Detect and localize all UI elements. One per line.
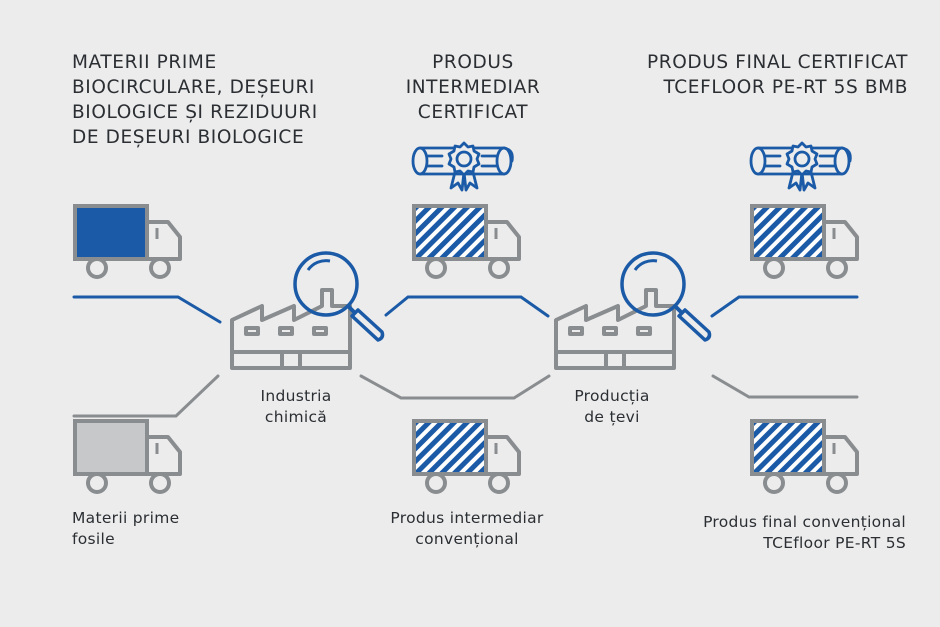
heading-raw-materials: MATERII PRIME BIOCIRCULARE, DEȘEURI BIOL…: [72, 50, 318, 150]
heading-line: DE DEȘEURI BIOLOGICE: [72, 127, 305, 148]
label-line: chimică: [264, 408, 328, 426]
label-line: convențional: [415, 530, 519, 548]
label-line: TCEfloor PE-RT 5S: [763, 534, 906, 552]
truck-icon: [412, 419, 521, 494]
certificate-icon: [749, 141, 852, 192]
label-line: Materii prime: [72, 509, 180, 527]
heading-line: CERTIFICAT: [417, 102, 529, 123]
heading-line: TCEFLOOR PE-RT 5S BMB: [663, 77, 908, 98]
heading-line: PRODUS FINAL CERTIFICAT: [647, 52, 908, 73]
flow-line-fossil-input: [72, 374, 220, 418]
label-line: de țevi: [584, 408, 640, 426]
heading-line: MATERII PRIME: [72, 52, 217, 73]
heading-line: BIOLOGICE ȘI REZIDUURI: [72, 102, 318, 123]
label-line: fosile: [72, 530, 115, 548]
flow-line-certified-final: [710, 295, 859, 318]
label-conventional-intermediate: Produs intermediar convențional: [362, 508, 572, 550]
label-conventional-final: Produs final convențional TCEfloor PE-RT…: [640, 512, 906, 554]
flow-line-bio-input: [72, 295, 222, 324]
certificate-icon: [411, 141, 514, 192]
label-line: Producția: [574, 387, 650, 405]
magnifier-icon: [620, 251, 712, 342]
heading-line: BIOCIRCULARE, DEȘEURI: [72, 77, 315, 98]
label-line: Produs final convențional: [703, 513, 906, 531]
flow-line-conventional-final: [711, 374, 859, 399]
flow-line-conventional-intermediate: [359, 374, 551, 400]
heading-line: INTERMEDIAR: [405, 77, 541, 98]
truck-icon: [412, 204, 521, 279]
label-line: Produs intermediar: [390, 509, 544, 527]
magnifier-icon: [293, 251, 385, 342]
factory-icon: [230, 288, 352, 370]
flow-line-certified-intermediate: [384, 295, 550, 318]
label-chemical-industry: Industria chimică: [246, 386, 346, 428]
truck-icon: [750, 204, 859, 279]
truck-icon: [73, 204, 182, 279]
factory-icon: [554, 288, 676, 370]
flow-lines: [72, 295, 859, 418]
heading-line: PRODUS: [432, 52, 514, 73]
label-pipe-production: Producția de țevi: [562, 386, 662, 428]
label-fossil: Materii prime fosile: [72, 508, 179, 550]
truck-icon: [73, 419, 182, 494]
truck-icon: [750, 419, 859, 494]
heading-final: PRODUS FINAL CERTIFICAT TCEFLOOR PE-RT 5…: [600, 50, 908, 100]
heading-intermediate: PRODUS INTERMEDIAR CERTIFICAT: [378, 50, 568, 125]
label-line: Industria: [260, 387, 332, 405]
